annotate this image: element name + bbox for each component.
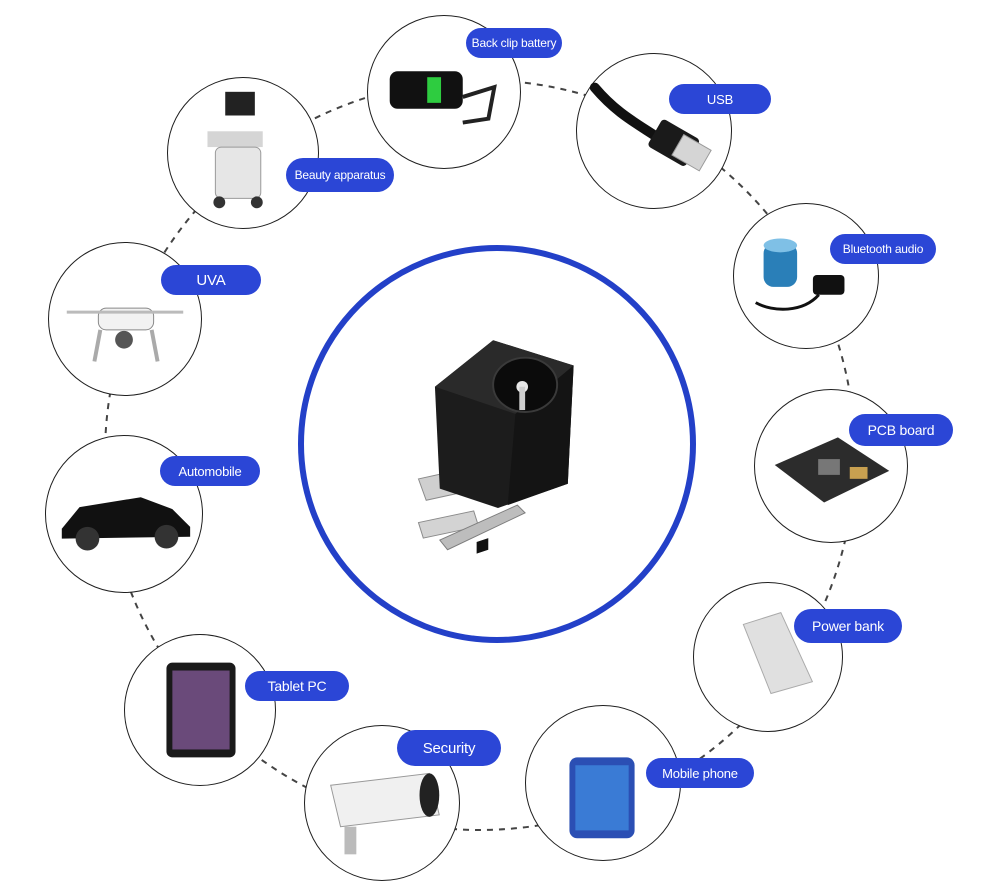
power-bank-icon (742, 611, 814, 695)
label-usb: USB (669, 84, 771, 114)
label-automobile: Automobile (160, 456, 260, 486)
node-security: Security (304, 725, 501, 881)
label-security: Security (397, 730, 501, 766)
node-tablet-pc: Tablet PC (124, 634, 349, 786)
drone-icon (66, 307, 184, 362)
car-icon (61, 497, 191, 551)
node-beauty-apparatus: Beauty apparatus (167, 77, 394, 229)
node-usb: USB (576, 53, 771, 209)
node-uva: UVA (48, 242, 261, 396)
security-camera-icon (330, 772, 440, 855)
dc-jack-image (417, 340, 574, 554)
node-pcb-board: PCB board (754, 389, 953, 543)
ultrasound-machine-icon (207, 91, 263, 209)
node-back-clip-battery: Back clip battery (367, 15, 562, 169)
label-bluetooth-audio: Bluetooth audio (830, 234, 936, 264)
label-tablet-pc: Tablet PC (245, 671, 349, 701)
bluetooth-speaker-icon (754, 238, 845, 311)
center-circle (298, 245, 696, 643)
right-margin (954, 0, 999, 892)
label-beauty-apparatus: Beauty apparatus (286, 158, 394, 192)
node-mobile-phone: Mobile phone (525, 705, 754, 861)
node-bluetooth-audio: Bluetooth audio (733, 203, 936, 349)
label-uva: UVA (161, 265, 261, 295)
label-power-bank: Power bank (794, 609, 902, 643)
usb-cable-icon (589, 82, 712, 172)
label-mobile-phone: Mobile phone (646, 758, 754, 788)
battery-case-icon (389, 71, 497, 125)
circuit-board-icon (774, 437, 890, 503)
label-pcb-board: PCB board (849, 414, 953, 446)
tablet-icon (166, 662, 236, 758)
smartphone-icon (569, 757, 635, 839)
label-back-clip-battery: Back clip battery (466, 28, 562, 58)
node-automobile: Automobile (45, 435, 260, 593)
node-power-bank: Power bank (693, 582, 902, 732)
